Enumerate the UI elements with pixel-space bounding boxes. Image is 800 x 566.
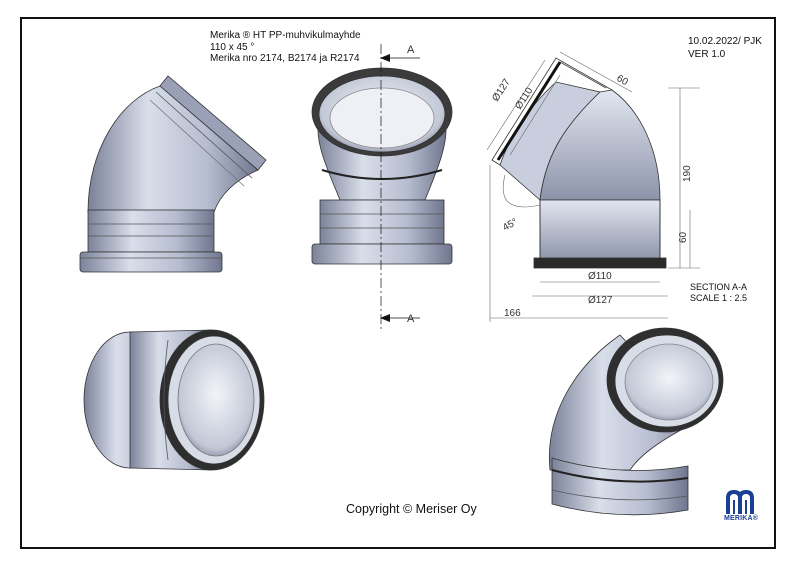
section-marker-top: A <box>407 44 415 56</box>
date-author: 10.02.2022/ PJK <box>688 36 762 47</box>
elbow-iso-view <box>548 327 724 516</box>
drawing-border <box>20 17 776 549</box>
copyright-text: Copyright © Meriser Oy <box>346 502 477 516</box>
dim-60-top: 60 <box>615 73 631 88</box>
version: VER 1.0 <box>688 49 726 60</box>
dim-d127-top: Ø127 <box>490 77 513 104</box>
dim-60-bottom: 60 <box>678 231 689 243</box>
section-label: SECTION A-A SCALE 1 : 2.5 <box>690 282 747 304</box>
dim-angle: 45° <box>501 217 520 234</box>
revision-block: 10.02.2022/ PJK VER 1.0 <box>688 35 762 61</box>
section-scale: SCALE 1 : 2.5 <box>690 293 748 303</box>
dim-166: 166 <box>504 308 521 319</box>
dim-d127-bottom: Ø127 <box>588 295 613 306</box>
logo-wordmark: MERIKA® <box>724 515 759 522</box>
dim-190: 190 <box>682 165 693 182</box>
elbow-front-view <box>311 44 453 330</box>
section-marker-bottom: A <box>407 313 415 325</box>
elbow-end-view <box>83 329 265 471</box>
dim-d110-bottom: Ø110 <box>588 271 612 282</box>
merika-logo <box>726 489 754 514</box>
product-numbers: Merika nro 2174, B2174 ja R2174 <box>210 53 360 64</box>
section-view <box>491 57 667 269</box>
dimension-lines <box>486 51 700 322</box>
product-title: Merika ® HT PP-muhvikulmayhde <box>210 30 361 41</box>
elbow-side-view <box>79 75 267 273</box>
section-title: SECTION A-A <box>690 282 748 292</box>
title-block: Merika ® HT PP-muhvikulmayhde 110 x 45 °… <box>210 30 361 65</box>
product-size: 110 x 45 ° <box>210 41 255 53</box>
